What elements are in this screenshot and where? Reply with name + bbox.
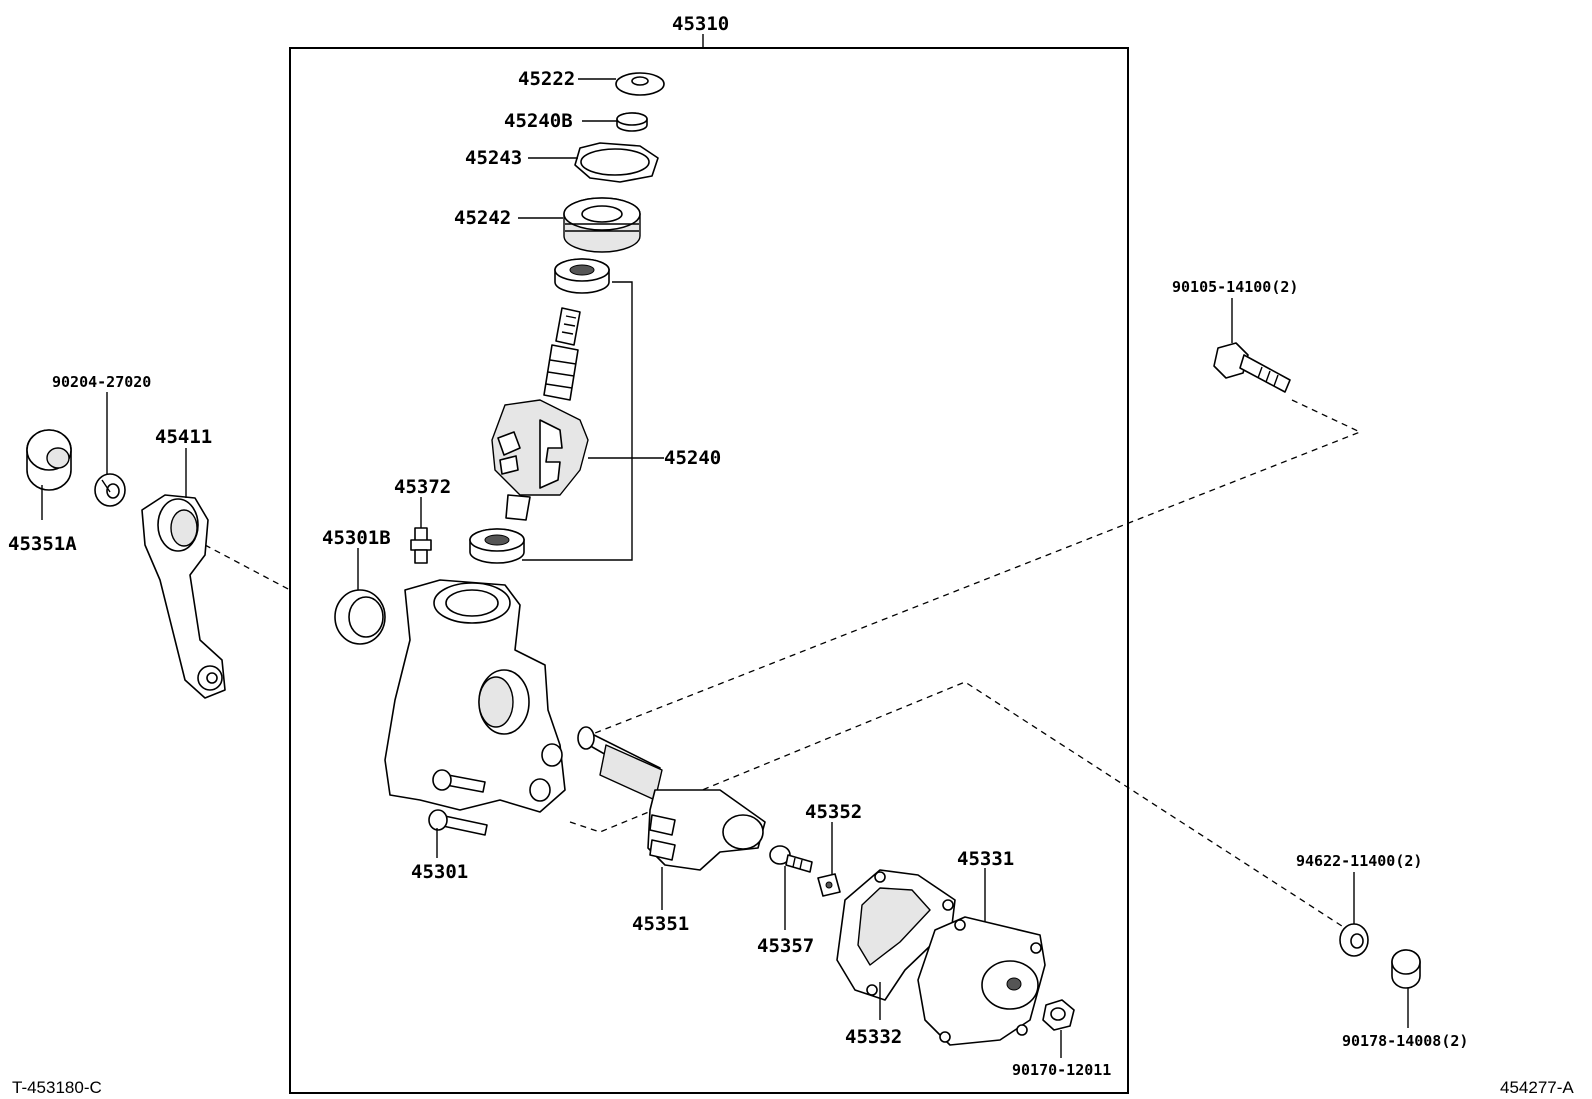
- label-45331: 45331: [957, 848, 1014, 870]
- label-45411: 45411: [155, 426, 212, 448]
- label-45301: 45301: [411, 861, 468, 883]
- part-45243-lock-nut[interactable]: [574, 142, 659, 183]
- label-90170-12011: 90170-12011: [1012, 1061, 1111, 1079]
- part-45301B-oil-seal[interactable]: [334, 589, 386, 645]
- label-45240B: 45240B: [504, 110, 573, 132]
- part-90170-12011-nut[interactable]: [1042, 999, 1075, 1031]
- label-45351A: 45351A: [8, 533, 77, 555]
- part-45351A-nut[interactable]: [26, 429, 72, 491]
- part-45351-sector-shaft[interactable]: [577, 726, 766, 871]
- part-45357-adjust-screw[interactable]: [769, 845, 813, 873]
- part-45372-bleeder-plug[interactable]: [410, 527, 432, 564]
- part-45411-pitman-arm[interactable]: [141, 494, 226, 699]
- part-45301-gear-housing[interactable]: [384, 579, 566, 836]
- part-45331-side-cover[interactable]: [917, 916, 1046, 1046]
- label-45372: 45372: [394, 476, 451, 498]
- assembly-label: 45310: [672, 13, 729, 35]
- lower-bearing[interactable]: [469, 528, 525, 564]
- label-90178-14008: 90178-14008(2): [1342, 1032, 1468, 1050]
- label-45242: 45242: [454, 207, 511, 229]
- label-45351: 45351: [632, 913, 689, 935]
- footer-left-code: T-453180-C: [12, 1078, 102, 1097]
- dashed-assembly-lines: [204, 399, 1362, 929]
- part-45242-adjusting-plug[interactable]: [563, 197, 641, 253]
- part-45222-washer[interactable]: [615, 72, 665, 96]
- label-45243: 45243: [465, 147, 522, 169]
- part-45240-valve-assembly[interactable]: [491, 307, 589, 521]
- label-45240: 45240: [664, 447, 721, 469]
- label-45357: 45357: [757, 935, 814, 957]
- label-45332: 45332: [845, 1026, 902, 1048]
- part-94622-11400-washer[interactable]: [1339, 923, 1369, 957]
- label-45222: 45222: [518, 68, 575, 90]
- label-94622-11400: 94622-11400(2): [1296, 852, 1422, 870]
- footer-right-code: 454277-A: [1500, 1078, 1574, 1097]
- assembly-frame: [289, 47, 1129, 1094]
- part-90178-14008-nut[interactable]: [1391, 949, 1421, 989]
- label-45301B: 45301B: [322, 527, 391, 549]
- label-90204-27020: 90204-27020: [52, 373, 151, 391]
- part-90204-27020-lock-washer[interactable]: [94, 473, 126, 507]
- part-45352-adjust-washer[interactable]: [817, 873, 841, 897]
- part-45332-gasket[interactable]: [836, 869, 956, 1001]
- part-45240B-cap[interactable]: [616, 112, 648, 132]
- part-90105-14100-bolt[interactable]: [1213, 342, 1291, 393]
- upper-bearing[interactable]: [554, 258, 610, 294]
- label-90105-14100: 90105-14100(2): [1172, 278, 1298, 296]
- label-45352: 45352: [805, 801, 862, 823]
